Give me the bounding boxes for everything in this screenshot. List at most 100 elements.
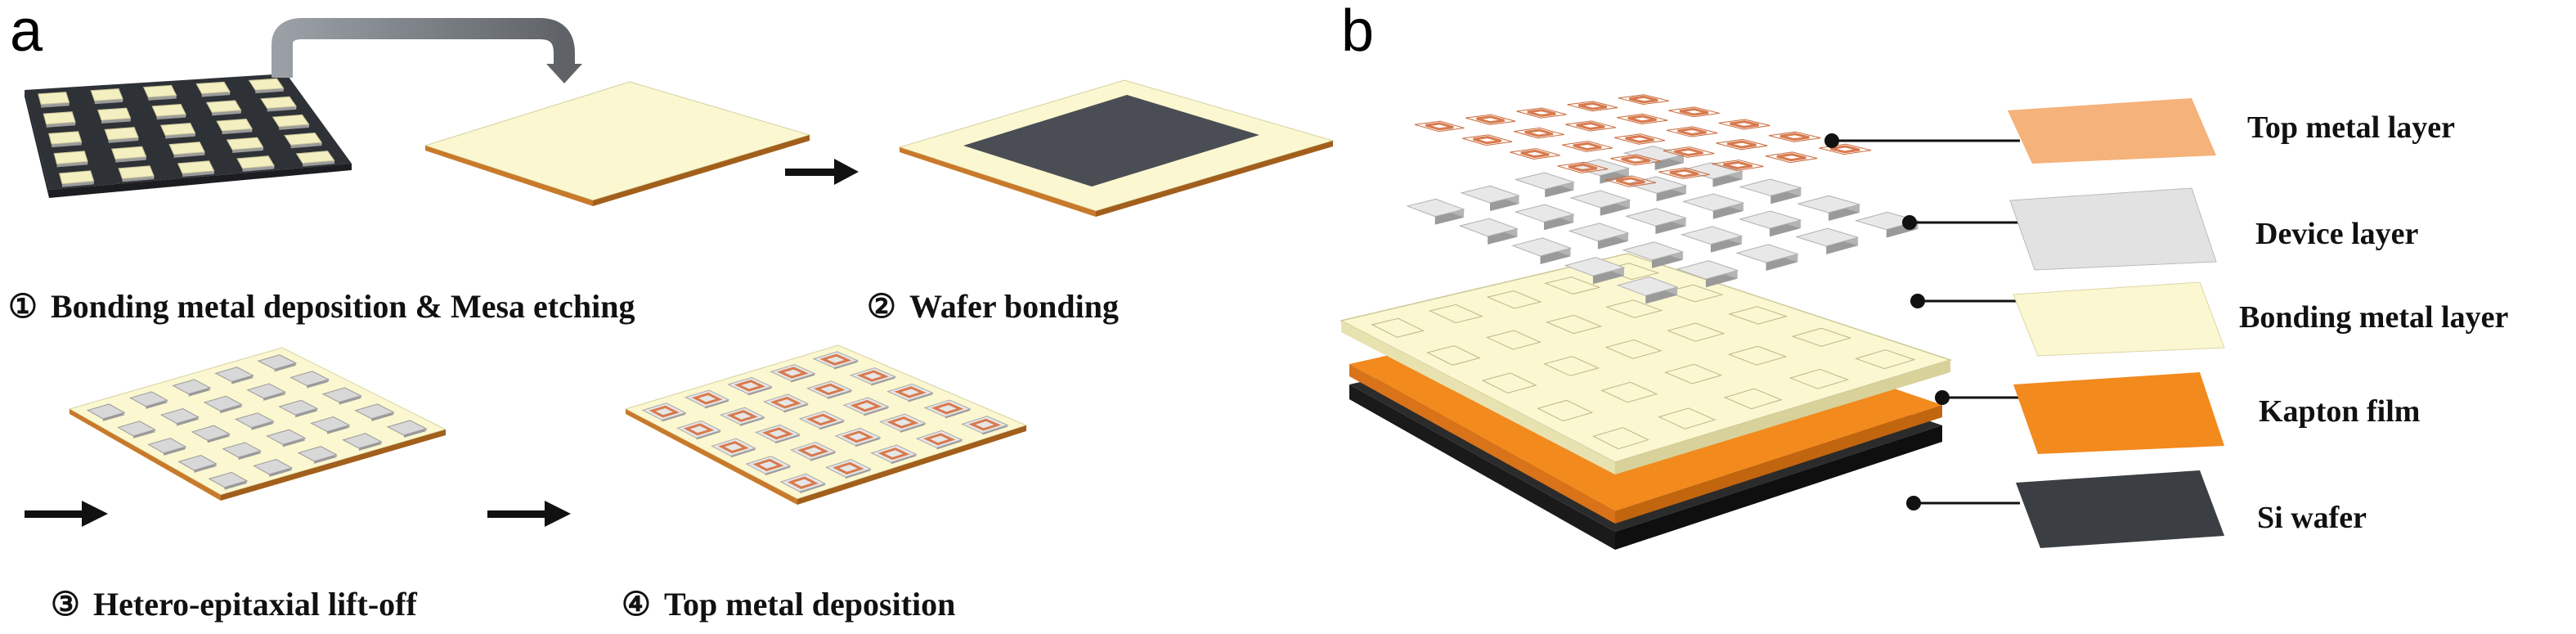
device-block <box>321 387 362 403</box>
legend-kapton: Kapton film <box>2259 394 2420 429</box>
top-metal-square <box>1562 141 1613 152</box>
bonding-pad <box>1426 345 1481 366</box>
device-top-metal <box>676 420 722 438</box>
mesa-side <box>94 98 123 105</box>
top-metal-square <box>1618 94 1669 105</box>
mesa <box>151 103 186 117</box>
bonding-pad <box>1486 330 1542 350</box>
device-top-metal <box>834 427 882 446</box>
top-metal-square-ring <box>1669 169 1699 178</box>
mesa-side <box>115 156 146 163</box>
bonding-pad <box>1854 349 1916 370</box>
device-block <box>1680 226 1744 245</box>
curved-arrow-head-icon <box>546 64 582 83</box>
mesa-side <box>182 170 214 178</box>
device-block-side <box>238 451 261 461</box>
mesa <box>110 146 147 160</box>
device-block <box>1676 260 1739 280</box>
mesa-side <box>46 122 76 128</box>
device-top-metal-ring <box>777 366 809 379</box>
mesa-side <box>148 95 177 101</box>
bonding-pad <box>1658 407 1717 429</box>
device-block <box>354 403 395 420</box>
bonding-pad <box>1665 284 1724 303</box>
device-block <box>1739 178 1803 196</box>
leader-dots <box>1824 133 1950 510</box>
device-block <box>289 371 330 387</box>
svg-text:Hetero-epitaxial lift-off: Hetero-epitaxial lift-off <box>93 586 417 623</box>
device-array <box>87 354 428 490</box>
top-metal-square <box>1565 120 1616 132</box>
device-block-side <box>224 480 247 490</box>
legend-si-wafer: Si wafer <box>2257 501 2367 535</box>
device-top-metal <box>779 473 827 492</box>
device-block <box>253 458 294 475</box>
bonding-pad <box>1604 339 1663 359</box>
device-block <box>172 379 212 395</box>
device-block <box>1681 193 1745 212</box>
device-top-metal <box>770 364 816 382</box>
mesa-side <box>222 128 253 135</box>
bonding-pad <box>1664 363 1723 384</box>
device-top-metal-ring <box>819 353 852 366</box>
legend-top-metal: Top metal layer <box>2247 110 2455 145</box>
device-block <box>1514 204 1575 223</box>
bonding-pad <box>1486 290 1542 309</box>
top-metal-square <box>1516 107 1567 119</box>
mesa <box>216 118 254 132</box>
device-top-metal-ring <box>770 396 802 409</box>
device-block-side <box>314 454 337 464</box>
device-top-metal <box>961 416 1009 434</box>
bonding-pad <box>1543 356 1600 376</box>
top-metal-square-ring <box>1627 115 1657 124</box>
device-top-metal-ring <box>856 370 889 382</box>
mesa <box>38 92 70 106</box>
top-metal-square <box>1663 146 1715 158</box>
top-metal-square-ring <box>1524 128 1554 137</box>
device-top-metal <box>762 393 810 411</box>
mesa-side <box>122 176 155 182</box>
top-metal-square-ring <box>1723 160 1752 170</box>
mesa <box>168 142 205 155</box>
device-top-metal-ring <box>832 461 864 474</box>
mesa-side <box>242 165 275 172</box>
device-top-metal <box>812 351 859 369</box>
device-block <box>297 446 338 462</box>
device-top-metal <box>798 411 846 429</box>
device-block <box>1735 244 1799 263</box>
top-metal-square-ring <box>1568 163 1598 173</box>
device-top-metal-ring <box>648 405 680 418</box>
leader-lines <box>1832 139 2020 505</box>
top-metal-square-ring <box>1730 120 1759 128</box>
top-metal-square <box>1617 113 1668 124</box>
top-metal-square-ring <box>1621 155 1650 164</box>
device-top-metal <box>727 376 773 395</box>
device-block-side <box>251 420 274 430</box>
swatch-top-metal <box>2008 98 2216 164</box>
top-metal-square-ring <box>1629 95 1658 104</box>
bonding-pad <box>1600 381 1658 403</box>
device-block-side <box>207 434 230 443</box>
top-metal-square-ring <box>1473 136 1502 145</box>
device-block <box>1564 257 1626 277</box>
top-metal-square-ring <box>1830 145 1860 154</box>
mesa <box>142 84 177 98</box>
device-top-metal <box>641 402 687 420</box>
bonding-pad <box>1791 327 1852 347</box>
device-top-metal-ring <box>806 413 838 426</box>
device-block-side <box>231 375 254 384</box>
device-block <box>87 403 126 420</box>
device-block-side <box>220 404 242 414</box>
device-block <box>1511 237 1573 257</box>
top-metal-square <box>1514 127 1564 139</box>
svg-text:②: ② <box>867 288 896 325</box>
device-block <box>129 391 168 407</box>
device-block <box>191 425 231 441</box>
mesa <box>195 81 231 94</box>
mesa <box>205 100 242 113</box>
device-block-side <box>339 395 361 405</box>
device-top-metal-ring <box>718 441 749 454</box>
device-top-metal-ring <box>931 402 964 415</box>
top-metal-square <box>1716 138 1768 151</box>
step1-wafer-diagram <box>25 74 352 198</box>
